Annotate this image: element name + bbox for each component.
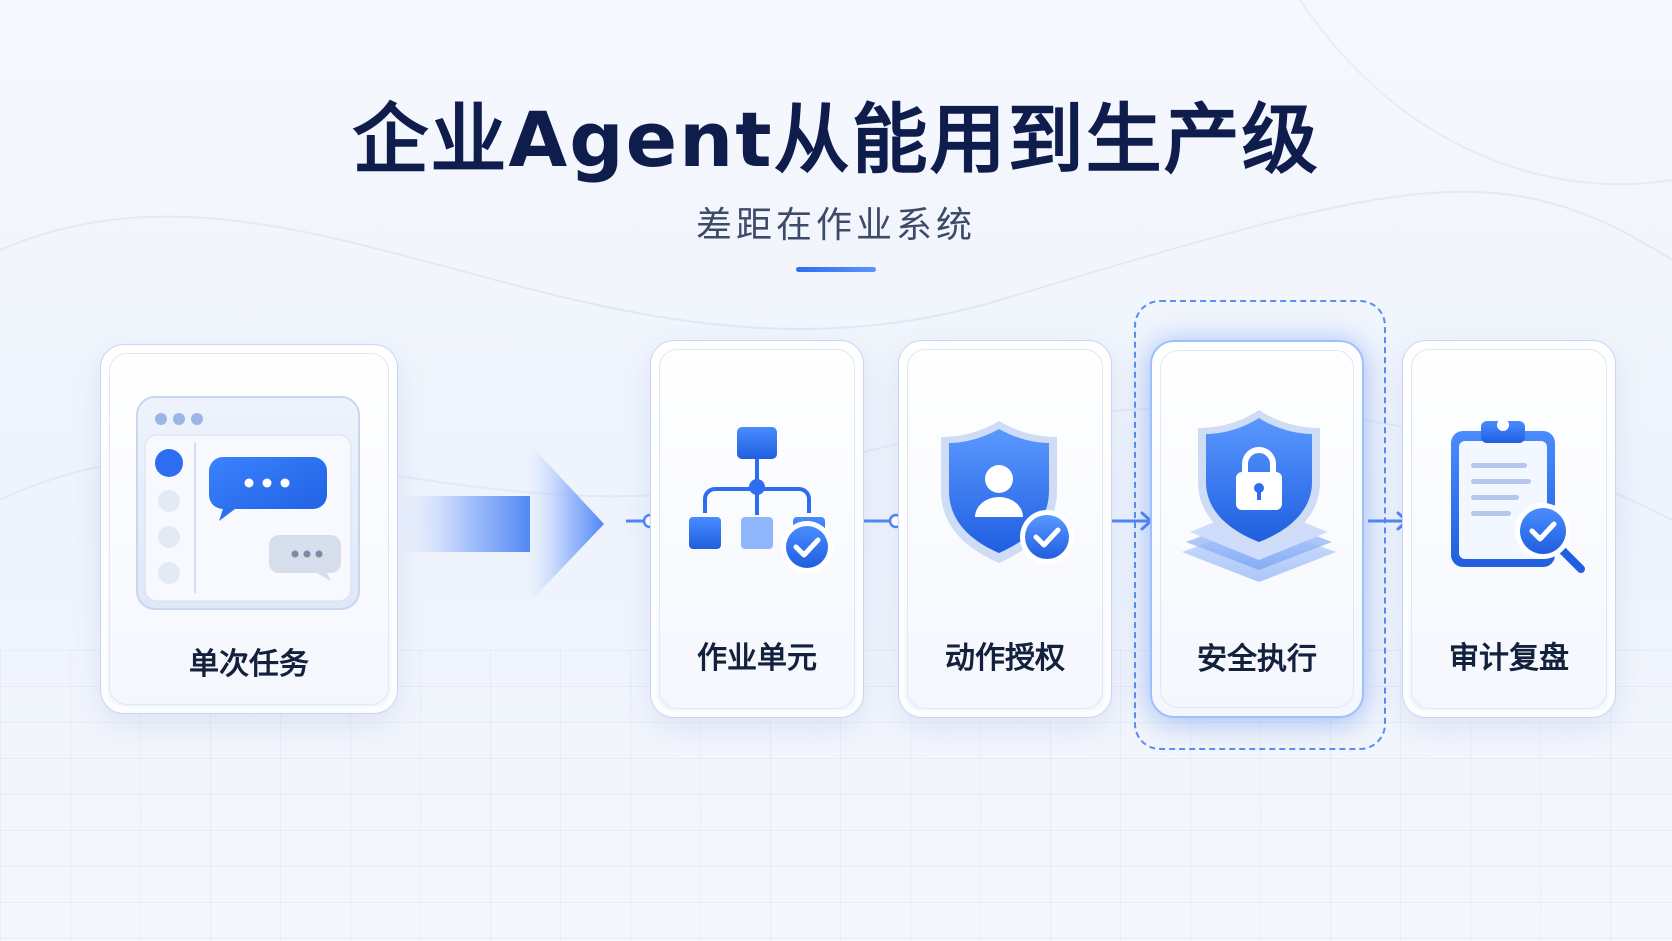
card-single-task: 单次任务 (100, 344, 398, 714)
shield-lock-icon (1182, 410, 1336, 582)
card-inner (907, 349, 1103, 709)
card-action-authorization: 动作授权 (898, 340, 1112, 718)
card-audit-review: 审计复盘 (1402, 340, 1616, 718)
org-chart-check-icon (689, 427, 833, 573)
shield-user-check-icon (941, 421, 1074, 564)
card-secure-execution: 安全执行 (1150, 340, 1364, 718)
page-subtitle: 差距在作业系统 (695, 205, 976, 246)
card-inner (1411, 349, 1607, 709)
chat-window-icon (136, 396, 360, 610)
title-underline (796, 267, 876, 272)
clipboard-magnifier-check-icon (1451, 419, 1585, 573)
card-label: 动作授权 (945, 641, 1065, 676)
card-inner (659, 349, 855, 709)
page-title: 企业Agent从能用到生产级 (352, 95, 1320, 184)
card-label: 单次任务 (189, 647, 309, 682)
card-work-unit: 作业单元 (650, 340, 864, 718)
card-inner (1160, 350, 1354, 708)
card-inner (109, 353, 389, 705)
big-arrow-icon (398, 440, 604, 606)
card-label: 作业单元 (697, 641, 817, 676)
card-label: 审计复盘 (1449, 641, 1569, 676)
highlight-dashed-frame (1134, 300, 1386, 750)
card-label: 安全执行 (1197, 642, 1317, 677)
